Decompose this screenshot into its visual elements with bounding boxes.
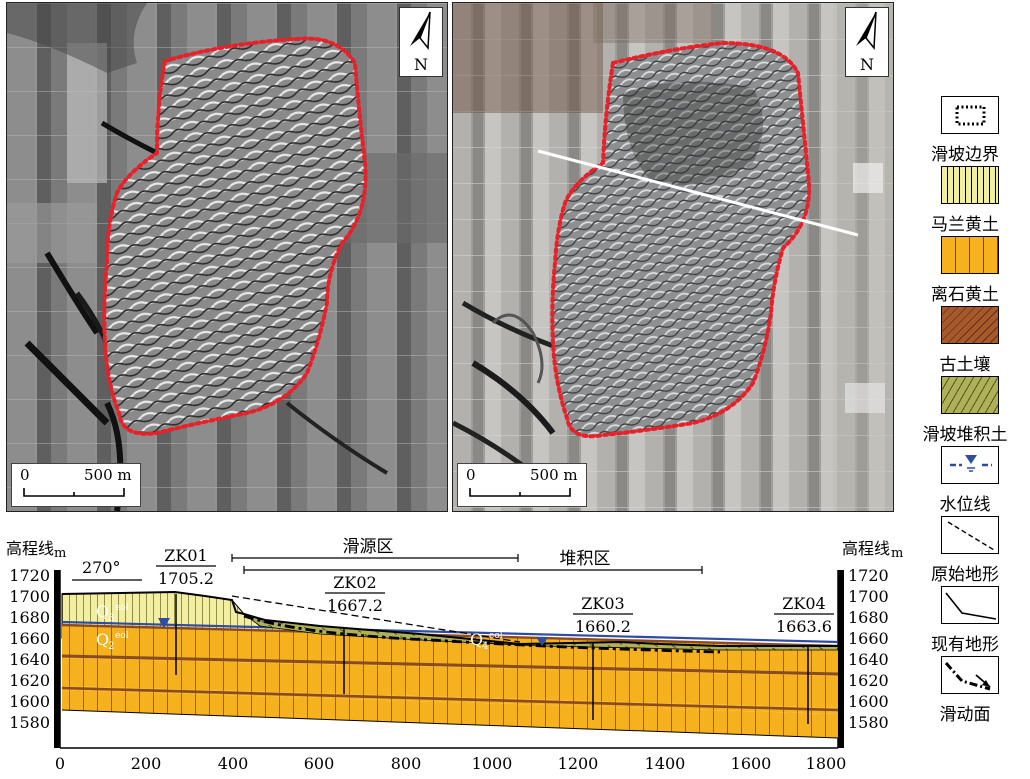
legend-swatch-current — [941, 586, 999, 624]
stratum-label-q4: Q 4 eol — [470, 630, 503, 652]
legend-label: 离石黄土 — [931, 285, 999, 305]
legend-swatch-malan — [941, 166, 999, 204]
zone-label: 滑源区 — [343, 537, 394, 557]
x-tick: 1000 — [472, 754, 513, 773]
y-tick-right: 1640 — [848, 650, 889, 669]
x-tick: 200 — [131, 754, 162, 773]
legend-label: 滑坡堆积土 — [922, 425, 1008, 445]
x-tick: 0 — [55, 754, 65, 773]
x-tick: 400 — [218, 754, 249, 773]
y-tick-left: 1700 — [9, 587, 50, 606]
legend-label: 马兰黄土 — [931, 215, 999, 235]
legend-label: 古土壤 — [939, 355, 991, 375]
right-axis-title: 高程线 — [842, 539, 890, 558]
scale-start: 0 — [20, 466, 30, 484]
direction-label: 270° — [82, 558, 121, 577]
legend-label: 原始地形 — [931, 565, 999, 585]
y-tick-right: 1660 — [848, 629, 889, 648]
borehole-name: ZK01 — [164, 546, 207, 565]
scale-end: 500 m — [530, 466, 578, 484]
svg-text:Q: Q — [96, 630, 109, 649]
svg-text:3: 3 — [108, 613, 114, 624]
legend-swatch-slip — [941, 656, 999, 694]
svg-text:eol: eol — [115, 631, 129, 641]
borehole-elevation: 1705.2 — [158, 569, 214, 588]
x-tick: 1400 — [645, 754, 686, 773]
stratum-label-q3: Q 3 eol — [96, 602, 129, 624]
x-tick: 1600 — [731, 754, 772, 773]
x-tick: 800 — [391, 754, 422, 773]
aerial-photo-right-image — [453, 3, 893, 511]
north-arrow-icon — [856, 11, 877, 51]
y-tick-left: 1620 — [9, 671, 50, 690]
legend-label: 滑动面 — [939, 705, 991, 725]
svg-text:eol: eol — [489, 631, 503, 641]
borehole-name: ZK03 — [581, 594, 624, 613]
north-arrow: N — [845, 7, 889, 77]
scale-end: 500 m — [84, 466, 132, 484]
right-axis-unit: m — [891, 546, 903, 561]
y-tick-left: 1600 — [9, 692, 50, 711]
legend-swatch-boundary — [941, 96, 999, 134]
y-tick-right: 1680 — [848, 608, 889, 627]
cross-section-plot: 高程线 m 高程线 m 1720 1700 1680 1660 1640 162… — [6, 537, 903, 773]
y-tick-left: 1660 — [9, 629, 50, 648]
legend-label: 现有地形 — [931, 635, 999, 655]
legend-label: 滑坡边界 — [931, 145, 999, 165]
legend-label: 水位线 — [939, 495, 991, 515]
legend-swatch-paleosol — [941, 306, 999, 344]
x-tick: 600 — [304, 754, 335, 773]
cross-section: 高程线 m 高程线 m 1720 1700 1680 1660 1640 162… — [0, 530, 905, 775]
y-tick-right: 1600 — [848, 692, 889, 711]
legend-swatch-original — [941, 516, 999, 554]
y-tick-left: 1640 — [9, 650, 50, 669]
scale-bar: 0 500 m — [457, 463, 587, 507]
zone-label: 堆积区 — [560, 549, 611, 569]
borehole-elevation: 1663.6 — [776, 617, 832, 636]
north-arrow: N — [399, 7, 443, 77]
svg-text:Q: Q — [470, 630, 483, 649]
svg-text:2: 2 — [108, 641, 114, 652]
svg-text:4: 4 — [482, 641, 488, 652]
borehole-elevation: 1660.2 — [575, 617, 631, 636]
borehole-elevation: 1667.2 — [327, 596, 383, 615]
svg-text:eol: eol — [115, 603, 129, 613]
scale-bar-line — [469, 488, 571, 497]
aerial-photo-left-image — [7, 3, 447, 511]
x-tick: 1200 — [558, 754, 599, 773]
y-tick-left: 1720 — [9, 566, 50, 585]
legend-swatch-water — [941, 446, 999, 484]
y-tick-right: 1580 — [848, 713, 889, 732]
aerial-photo-left: N 0 500 m — [6, 2, 448, 512]
legend-swatch-lishi — [941, 236, 999, 274]
scale-bar-line — [23, 488, 125, 497]
y-tick-right: 1720 — [848, 566, 889, 585]
north-arrow-icon — [410, 11, 431, 51]
y-tick-right: 1620 — [848, 671, 889, 690]
north-label: N — [414, 55, 428, 74]
north-label: N — [860, 55, 874, 74]
aerial-photo-right: N 0 500 m — [452, 2, 894, 512]
borehole-name: ZK02 — [333, 573, 376, 592]
x-tick: 1800 — [806, 754, 847, 773]
scale-start: 0 — [466, 466, 476, 484]
left-axis-unit: m — [54, 546, 66, 561]
svg-text:Q: Q — [96, 602, 109, 621]
legend-swatch-deposit — [941, 376, 999, 414]
y-tick-left: 1680 — [9, 608, 50, 627]
stratum-label-q2: Q 2 eol — [96, 630, 129, 652]
y-tick-left: 1580 — [9, 713, 50, 732]
left-axis-title: 高程线 — [6, 539, 54, 558]
scale-bar: 0 500 m — [11, 463, 141, 507]
borehole-name: ZK04 — [782, 594, 825, 613]
y-tick-right: 1700 — [848, 587, 889, 606]
